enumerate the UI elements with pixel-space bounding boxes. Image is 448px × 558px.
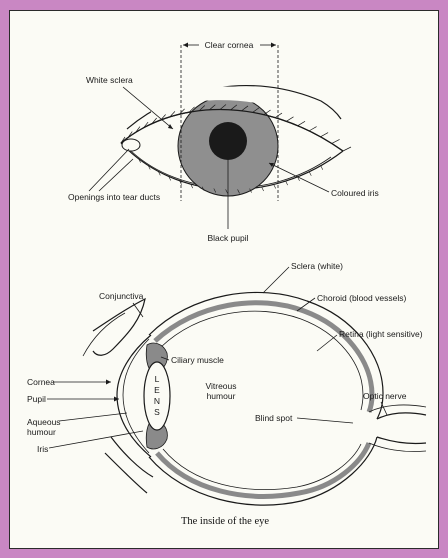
lower-eyelid-section: [105, 437, 153, 493]
external-eye: Clear cornea White sclera Openings into …: [68, 40, 379, 243]
eye-diagram: Clear cornea White sclera Openings into …: [10, 11, 440, 550]
lower-eyelash: [262, 187, 264, 191]
caption: The inside of the eye: [181, 516, 269, 527]
diagram-panel: Clear cornea White sclera Openings into …: [9, 10, 439, 549]
lens-letter-l: L: [155, 374, 160, 384]
label-vitreous-2: humour: [207, 391, 236, 401]
label-clear-cornea: Clear cornea: [205, 40, 254, 50]
pupil-shape: [209, 122, 247, 160]
eyelash: [309, 127, 316, 131]
lens-letter-e: E: [154, 385, 160, 395]
optic-nerve: [377, 413, 426, 444]
upper-eyelid-section: [93, 299, 145, 355]
label-black-pupil: Black pupil: [207, 233, 248, 243]
eyelash: [275, 113, 282, 118]
eyelash: [332, 139, 340, 143]
eye-cross-section: L E N S Conjunctiva Sclera (white) Choro…: [27, 261, 426, 505]
eyelash: [320, 133, 328, 137]
eyelash: [343, 147, 351, 151]
label-pupil: Pupil: [27, 394, 46, 404]
label-blind-spot: Blind spot: [255, 413, 293, 423]
label-sclera: Sclera (white): [291, 261, 343, 271]
lower-eyelash: [286, 181, 288, 185]
retina-line: [161, 311, 363, 489]
upper-lid-skin: [83, 313, 125, 356]
lens-letter-n: N: [154, 396, 160, 406]
label-conjunctiva: Conjunctiva: [99, 291, 144, 301]
label-tear-ducts: Openings into tear ducts: [68, 192, 160, 202]
tear-duct-caruncle: [122, 139, 140, 151]
label-ciliary-muscle: Ciliary muscle: [171, 355, 224, 365]
eyelash: [286, 117, 293, 121]
label-retina: Retina (light sensitive): [339, 329, 423, 339]
lower-eyelash: [274, 184, 276, 188]
label-aqueous-2: humour: [27, 427, 56, 437]
label-iris: Iris: [37, 444, 48, 454]
label-optic-nerve: Optic nerve: [363, 391, 407, 401]
label-cornea: Cornea: [27, 377, 55, 387]
eyelash: [298, 121, 305, 125]
lens-letter-s: S: [154, 407, 160, 417]
label-aqueous-1: Aqueous: [27, 417, 61, 427]
label-coloured-iris: Coloured iris: [331, 188, 379, 198]
lower-eyelash: [309, 172, 311, 176]
label-white-sclera: White sclera: [86, 75, 133, 85]
label-vitreous-1: Vitreous: [205, 381, 236, 391]
label-choroid: Choroid (blood vessels): [317, 293, 406, 303]
lower-eyelash: [321, 166, 323, 170]
